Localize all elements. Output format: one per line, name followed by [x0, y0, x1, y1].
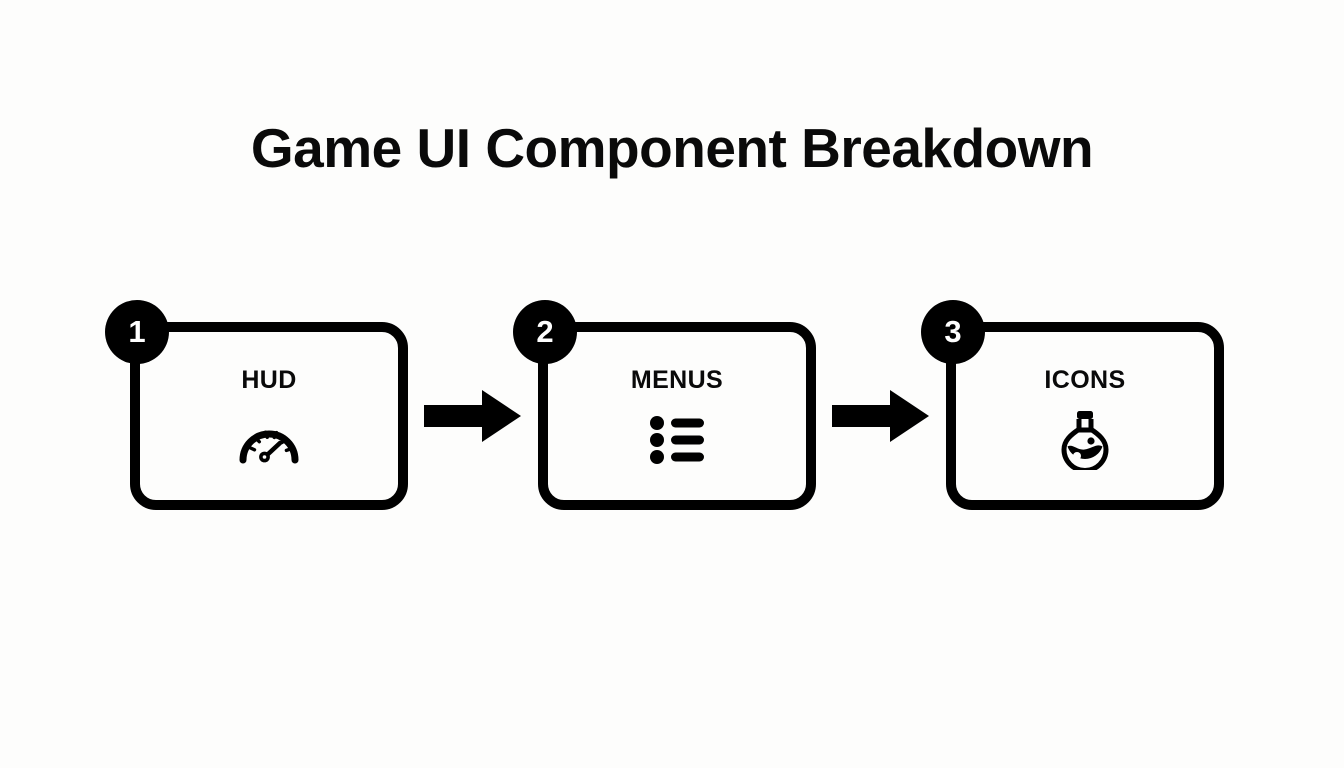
step-card[interactable]: HUD [130, 322, 408, 510]
step-number-badge: 2 [513, 300, 577, 364]
step-number: 2 [536, 313, 554, 349]
process-flow: HUD [105, 300, 1224, 512]
step-label: ICONS [1044, 366, 1126, 394]
flow-step-1[interactable]: HUD [105, 300, 408, 510]
step-number-badge: 3 [921, 300, 985, 364]
flow-step-2[interactable]: MENUS 2 [513, 300, 816, 510]
arrow-right-icon [423, 322, 523, 510]
step-number: 3 [944, 313, 962, 349]
step-card[interactable]: MENUS [538, 322, 816, 510]
gauge-icon [233, 410, 305, 470]
bullet-list-icon [641, 410, 713, 470]
step-number: 1 [128, 313, 146, 349]
arrow-right-icon [831, 322, 931, 510]
flow-step-3[interactable]: ICONS [921, 300, 1224, 510]
page-title: Game UI Component Breakdown [250, 117, 1094, 179]
potion-flask-icon [1049, 410, 1121, 470]
step-number-badge: 1 [105, 300, 169, 364]
step-label: MENUS [630, 366, 724, 394]
step-label: HUD [241, 366, 297, 394]
step-card[interactable]: ICONS [946, 322, 1224, 510]
